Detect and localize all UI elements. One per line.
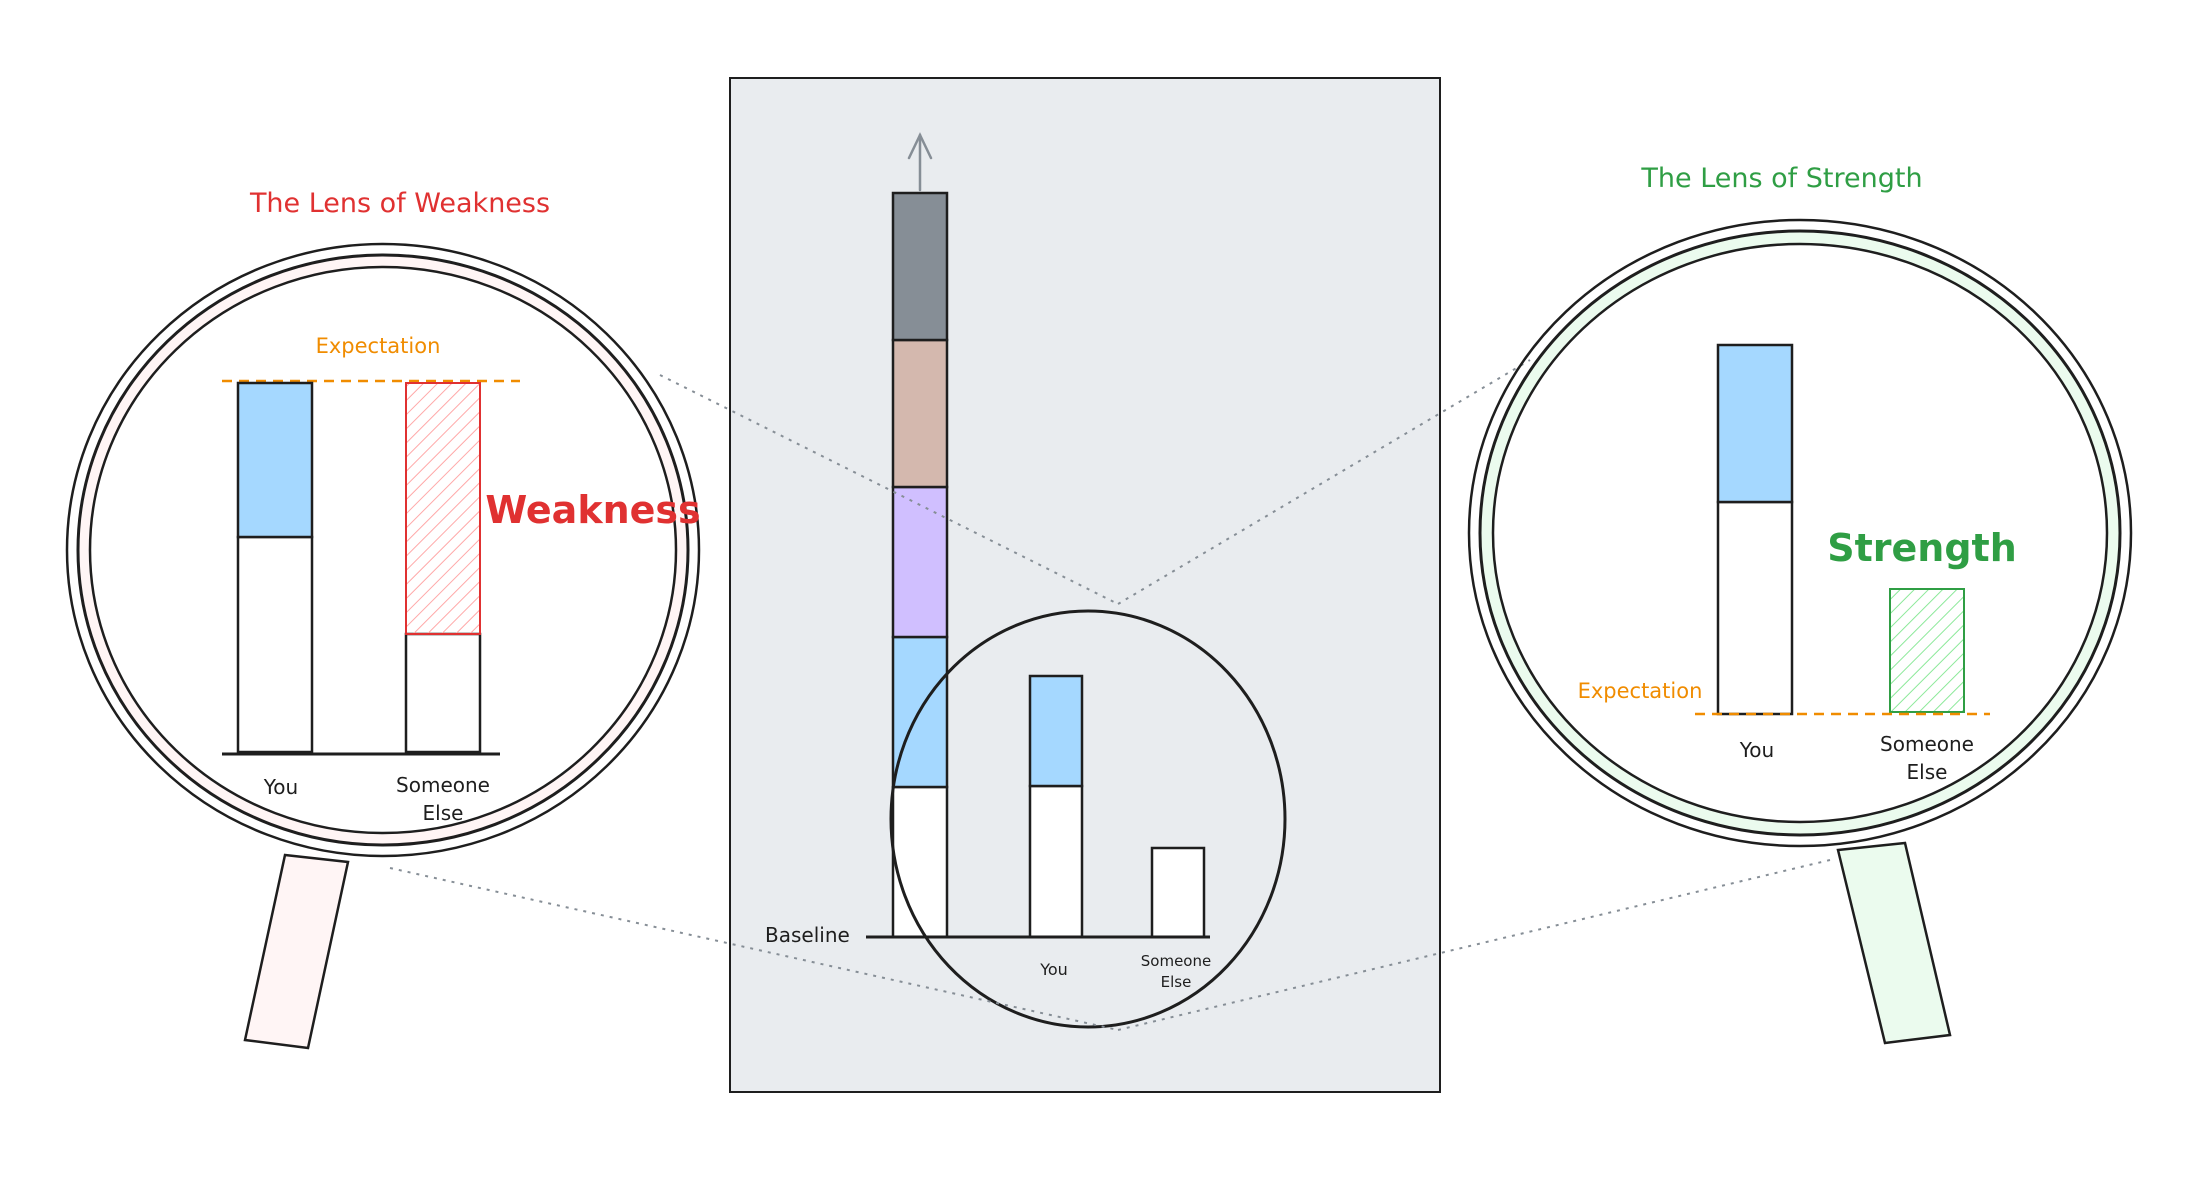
weakness-lens-handle: [243, 853, 350, 1050]
connector-left-bottom: [389, 867, 1119, 1031]
strength-someone-label-line2: Else: [1907, 760, 1948, 784]
baseline-label: Baseline: [765, 923, 850, 947]
tall-bar-gray-segment: [891, 191, 949, 342]
weakness-bar-you: [236, 381, 314, 754]
center-bar-you: [1028, 674, 1084, 939]
focus-circle: [889, 609, 1287, 1029]
weakness-lens-title: The Lens of Weakness: [249, 188, 550, 219]
weakness-you-blue-segment: [236, 381, 314, 539]
center-bar-someone-else: [1150, 846, 1206, 939]
strength-you-blue-segment: [1716, 343, 1794, 504]
center-panel: Baseline You Someone Else: [729, 77, 1441, 1093]
strength-expectation-label: Expectation: [1578, 679, 1703, 703]
weakness-someone-label-line2: Else: [423, 801, 464, 825]
stacked-bar-tall: [891, 191, 949, 939]
strength-lens-title: The Lens of Strength: [1640, 163, 1922, 194]
weakness-someone-label-line1: Someone: [396, 773, 490, 797]
weakness-bar-someone-else: [404, 382, 482, 754]
lens-of-weakness: The Lens of Weakness Expectation Weaknes…: [65, 188, 701, 1050]
connector-lines: [389, 359, 1831, 1031]
weakness-lens-rim-outer: [65, 242, 701, 858]
up-arrow-icon: [907, 132, 933, 192]
center-someone-label-line2: Else: [1161, 973, 1192, 991]
center-you-white-segment: [1028, 784, 1084, 939]
tall-bar-brown-segment: [891, 338, 949, 489]
weakness-callout: Weakness: [485, 488, 700, 532]
weakness-you-white-segment: [236, 535, 314, 754]
strength-someone-label-line1: Someone: [1880, 732, 1974, 756]
weakness-lens-glass: [88, 265, 678, 835]
weakness-gap-hatched: [405, 382, 481, 635]
strength-someone-hatched: [1889, 588, 1965, 713]
strength-you-label: You: [1739, 738, 1774, 762]
strength-callout: Strength: [1827, 526, 2017, 570]
tall-bar-purple-segment: [891, 485, 949, 639]
weakness-you-label: You: [263, 775, 298, 799]
weakness-expectation-label: Expectation: [316, 334, 441, 358]
center-panel-background: [729, 77, 1441, 1093]
tall-bar-white-segment: [891, 785, 949, 939]
center-you-blue-segment: [1028, 674, 1084, 788]
strength-lens-rim-outer: [1467, 218, 2133, 848]
center-someone-label-line1: Someone: [1141, 952, 1211, 970]
lens-of-strength: The Lens of Strength Expectation Strengt…: [1467, 163, 2133, 1045]
strength-you-white-segment: [1716, 500, 1794, 716]
weakness-someone-white-segment: [404, 632, 482, 754]
strength-bar-you: [1716, 343, 1794, 716]
strength-lens-handle: [1836, 841, 1952, 1045]
center-you-label: You: [1039, 960, 1068, 979]
